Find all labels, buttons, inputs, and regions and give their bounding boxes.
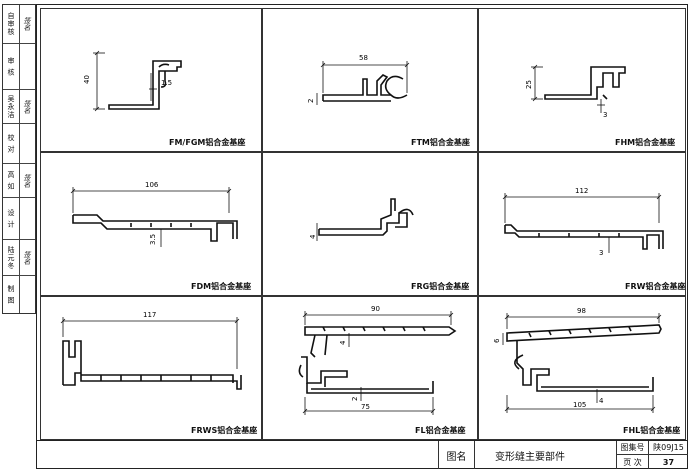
page-number: 37 (662, 457, 675, 467)
sidebar-signature (19, 198, 35, 239)
sidebar-row-label: 陆元冬 (3, 240, 20, 275)
caption-frws: FRWS铝合金基座 (191, 426, 258, 435)
caption-fdm: FDM铝合金基座 (191, 282, 252, 291)
sidebar-signature: 签名 (23, 99, 31, 114)
value-cells-right: 陕09J15 37 (648, 441, 688, 469)
panel-fl: 90 4 2 75 FL铝合金基座 (262, 296, 478, 440)
label-page-no: 页 次 (623, 457, 642, 467)
profile-frg: 4 (309, 198, 414, 241)
caption-frw: FRW铝合金基座 (625, 282, 686, 291)
profile-fdm: 106 3.5 (70, 181, 238, 247)
drawing-frame (36, 4, 688, 469)
caption-fm-fgm: FM/FGM铝合金基座 (169, 138, 246, 147)
title-block: 图名 变形缝主要部件 图集号 页 次 陕09J15 37 (36, 440, 688, 469)
sidebar-signature (19, 44, 35, 89)
sidebar-row-label: 审 核 (3, 44, 20, 89)
dim-width-top: 98 (577, 307, 586, 315)
dim-width-bottom: 105 (573, 401, 586, 409)
dim-width: 112 (575, 187, 588, 195)
dim-height: 40 (83, 75, 91, 84)
profile-ftm: 58 2 (307, 54, 410, 105)
profile-fhm: 25 3 (525, 64, 626, 119)
dim-width-top: 90 (371, 305, 380, 313)
dim-width: 117 (143, 311, 156, 319)
sidebar-signature (19, 124, 35, 163)
profile-frw: 112 3 (502, 187, 664, 257)
sidebar-row: 自审核 签名 (3, 5, 35, 43)
sidebar-row: 陆元冬 签名 (3, 239, 35, 275)
panel-fdm: 106 3.5 FDM铝合金基座 (40, 152, 262, 296)
panel-frws: 117 FRWS铝合金基座 (40, 296, 262, 440)
dim-thickness: 3.5 (149, 234, 157, 245)
sidebar-row-label: 制 图 (3, 276, 20, 313)
caption-fhm: FHM铝合金基座 (615, 138, 676, 147)
dim-thickness: 1.5 (161, 79, 172, 87)
dim-thickness-top: 6 (493, 338, 501, 343)
dim-thickness-top: 4 (339, 340, 347, 345)
sidebar-row: 高 如 签名 (3, 163, 35, 197)
sidebar-row: 设 计 (3, 197, 35, 239)
panel-frw: 112 3 FRW铝合金基座 (478, 152, 686, 296)
dim-thickness: 3 (599, 249, 603, 257)
dim-width: 106 (145, 181, 159, 189)
sidebar-signature: 签名 (23, 17, 31, 31)
caption-ftm: FTM铝合金基座 (411, 138, 470, 147)
profile-fl: 90 4 2 75 (298, 305, 457, 415)
caption-fl: FL铝合金基座 (415, 426, 466, 435)
sidebar-row: 吴永洁 签名 (3, 89, 35, 123)
dim-thickness: 2 (307, 99, 315, 103)
profile-fm-fgm: 40 1.5 (83, 50, 182, 112)
label-drawing-name: 图名 (438, 441, 474, 469)
sidebar-row: 制 图 (3, 275, 35, 313)
sidebar-row-label: 高 如 (3, 164, 20, 197)
sidebar-row-label: 自审核 (3, 5, 20, 43)
signature-sidebar: 自审核 签名 审 核 吴永洁 签名 校 对 高 如 签名 设 计 陆元冬 签名 … (2, 4, 36, 314)
dim-thickness-bottom: 4 (599, 397, 604, 405)
dim-thickness-bottom: 2 (351, 397, 359, 401)
label-cells-left: 图集号 页 次 (616, 441, 648, 469)
profile-frws: 117 (60, 311, 242, 390)
sidebar-signature (19, 276, 35, 313)
dim-width-bottom: 75 (361, 403, 370, 411)
panel-frg: 4 FRG铝合金基座 (262, 152, 478, 296)
panel-ftm: 58 2 FTM铝合金基座 (262, 8, 478, 152)
caption-frg: FRG铝合金基座 (411, 282, 470, 291)
sidebar-row: 审 核 (3, 43, 35, 89)
sidebar-row-label: 校 对 (3, 124, 20, 163)
dim-thickness: 3 (603, 111, 607, 119)
sidebar-row-label: 设 计 (3, 198, 20, 239)
sidebar-row-label: 吴永洁 (3, 90, 20, 123)
panel-fm-fgm: 40 1.5 FM/FGM铝合金基座 (40, 8, 262, 152)
sidebar-signature: 签名 (23, 250, 31, 265)
panel-fhl: 98 6 4 105 FHL铝合金基座 (478, 296, 686, 440)
sidebar-signature: 签名 (23, 173, 31, 188)
profile-fhl: 98 6 4 105 (493, 307, 662, 413)
drawing-title: 变形缝主要部件 (474, 441, 616, 469)
atlas-number: 陕09J15 (649, 441, 688, 455)
label-atlas-no: 图集号 (617, 441, 648, 455)
sidebar-row: 校 对 (3, 123, 35, 163)
dim-thickness: 4 (309, 234, 317, 239)
caption-fhl: FHL铝合金基座 (623, 426, 681, 435)
dim-width: 58 (359, 54, 368, 62)
panel-fhm: 25 3 FHM铝合金基座 (478, 8, 686, 152)
dim-height: 25 (525, 80, 533, 89)
